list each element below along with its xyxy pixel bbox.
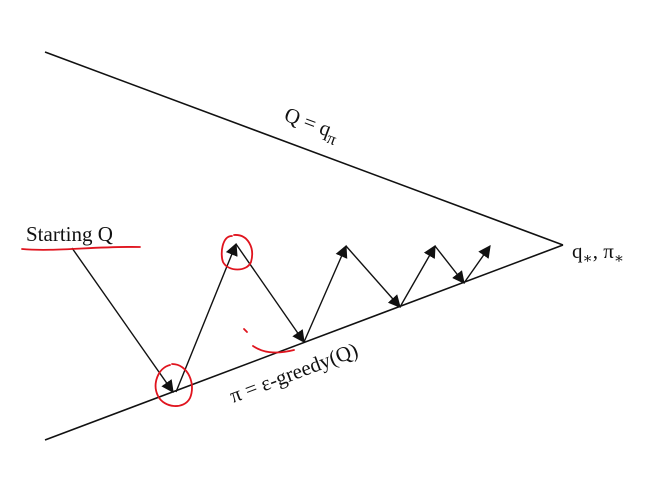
arrow-improve-3 bbox=[434, 245, 465, 284]
mark-dash bbox=[243, 328, 248, 333]
arrow-improve-1 bbox=[235, 243, 305, 344]
upper-boundary-line bbox=[44, 51, 564, 246]
arrow-start-to-greedy bbox=[71, 247, 174, 394]
mark-curve bbox=[252, 345, 295, 354]
arrow-eval-4 bbox=[463, 244, 491, 284]
lower-line-label: π = ε-greedy(Q) bbox=[226, 338, 361, 408]
arrow-eval-2 bbox=[303, 244, 348, 343]
convergence-label: q∗, π∗ bbox=[572, 239, 624, 267]
arrow-improve-2 bbox=[345, 245, 401, 308]
lower-boundary-line bbox=[44, 244, 564, 441]
circle-first-peak bbox=[220, 234, 253, 271]
starting-q-label: Starting Q bbox=[26, 222, 113, 246]
iteration-arrows bbox=[71, 242, 491, 394]
red-annotations bbox=[21, 234, 295, 407]
arrow-eval-1 bbox=[175, 242, 238, 393]
underline-starting-q bbox=[21, 245, 141, 251]
circle-start-arrival bbox=[154, 363, 193, 407]
arrow-eval-3 bbox=[399, 244, 436, 308]
